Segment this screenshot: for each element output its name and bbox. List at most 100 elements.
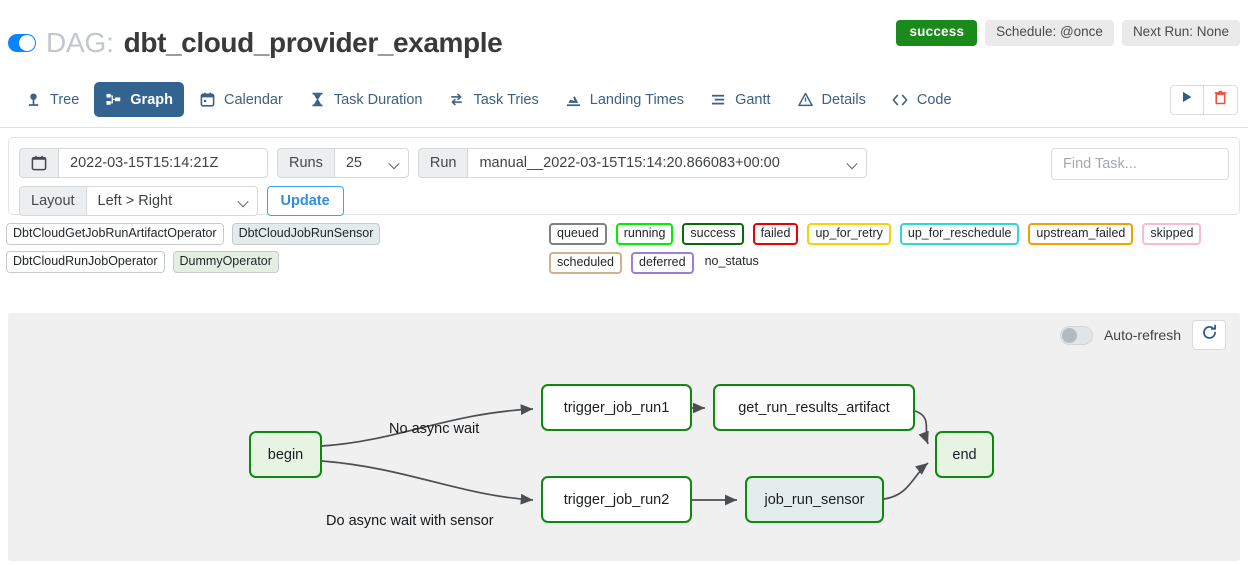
layout-label: Layout bbox=[19, 186, 86, 216]
page-title: DAG: dbt_cloud_provider_example bbox=[8, 27, 503, 59]
find-task-input[interactable] bbox=[1051, 148, 1229, 180]
code-brackets-icon bbox=[892, 91, 909, 108]
task-node-get_run_results_artifact[interactable]: get_run_results_artifact bbox=[713, 384, 915, 431]
state-legend: queued running success failed up_for_ret… bbox=[549, 223, 1242, 274]
trigger-dag-button[interactable] bbox=[1170, 84, 1204, 115]
task-node-end[interactable]: end bbox=[935, 431, 994, 478]
base-date-input[interactable] bbox=[58, 148, 268, 178]
hourglass-icon bbox=[309, 91, 326, 108]
task-node-label: trigger_job_run1 bbox=[563, 399, 670, 416]
run-label: Run bbox=[417, 148, 468, 178]
runs-select[interactable]: 25 bbox=[333, 148, 409, 178]
legend-operator[interactable]: DbtCloudJobRunSensor bbox=[231, 223, 381, 245]
tab-task-tries-label: Task Tries bbox=[473, 91, 539, 108]
legend-state-upstream-failed[interactable]: upstream_failed bbox=[1028, 223, 1134, 245]
update-button[interactable]: Update bbox=[266, 186, 344, 216]
auto-refresh-label: Auto-refresh bbox=[1103, 327, 1181, 343]
legend-state-success[interactable]: success bbox=[682, 223, 744, 245]
tab-tree[interactable]: Tree bbox=[14, 82, 90, 117]
legend-operator[interactable]: DbtCloudGetJobRunArtifactOperator bbox=[6, 223, 224, 245]
runs-group: Runs 25 bbox=[277, 148, 409, 178]
dag-view-tabs: Tree Graph Calendar Task Duration Task T… bbox=[0, 72, 1248, 128]
dag-header: DAG: dbt_cloud_provider_example success … bbox=[0, 0, 1248, 72]
tab-landing-times-label: Landing Times bbox=[589, 91, 685, 108]
run-group: Run manual__2022-03-15T15:14:20.866083+0… bbox=[417, 148, 868, 178]
tab-tree-label: Tree bbox=[50, 91, 80, 108]
legend-operator[interactable]: DbtCloudRunJobOperator bbox=[6, 250, 165, 273]
tree-icon bbox=[25, 91, 42, 108]
task-node-label: get_run_results_artifact bbox=[738, 399, 890, 416]
run-select[interactable]: manual__2022-03-15T15:14:20.866083+00:00 bbox=[467, 148, 868, 178]
next-run-badge: Next Run: None bbox=[1121, 20, 1240, 46]
legend-state-up-for-reschedule[interactable]: up_for_reschedule bbox=[899, 223, 1020, 245]
tab-task-tries[interactable]: Task Tries bbox=[437, 82, 549, 117]
legend-state-deferred[interactable]: deferred bbox=[631, 251, 694, 274]
tab-gantt-label: Gantt bbox=[735, 91, 771, 108]
schedule-badge: Schedule: @once bbox=[985, 20, 1114, 46]
tab-details[interactable]: Details bbox=[786, 82, 877, 117]
auto-refresh-toggle[interactable] bbox=[1059, 325, 1093, 345]
layout-select-value: Left > Right bbox=[97, 193, 173, 209]
dag-label: DAG: bbox=[46, 27, 114, 58]
calendar-icon bbox=[199, 91, 216, 108]
base-date-group bbox=[19, 148, 268, 178]
warning-triangle-icon bbox=[797, 91, 814, 108]
chevron-down-icon bbox=[236, 196, 249, 208]
run-select-value: manual__2022-03-15T15:14:20.866083+00:00 bbox=[479, 155, 780, 171]
dag-action-buttons bbox=[1170, 84, 1238, 115]
runs-select-value: 25 bbox=[345, 155, 362, 171]
task-node-label: begin bbox=[267, 446, 304, 463]
task-node-job_run_sensor[interactable]: job_run_sensor bbox=[745, 476, 884, 523]
tab-code[interactable]: Code bbox=[881, 82, 963, 117]
tab-graph[interactable]: Graph bbox=[94, 82, 184, 117]
tab-task-duration-label: Task Duration bbox=[333, 91, 423, 108]
layout-group: Layout Left > Right bbox=[19, 186, 258, 216]
chevron-down-icon bbox=[846, 158, 859, 170]
dag-edges bbox=[321, 402, 929, 506]
calendar-icon bbox=[19, 148, 58, 178]
refresh-icon bbox=[1201, 324, 1218, 346]
retry-icon bbox=[448, 91, 465, 108]
landing-icon bbox=[565, 91, 582, 108]
tab-landing-times[interactable]: Landing Times bbox=[554, 82, 695, 117]
legend-state-running[interactable]: running bbox=[615, 223, 674, 245]
refresh-button[interactable] bbox=[1192, 320, 1226, 350]
task-node-trigger_job_run2[interactable]: trigger_job_run2 bbox=[541, 476, 692, 523]
dag-name: dbt_cloud_provider_example bbox=[123, 27, 503, 58]
graph-icon bbox=[105, 91, 122, 108]
tab-graph-label: Graph bbox=[130, 91, 173, 108]
tab-task-duration[interactable]: Task Duration bbox=[298, 82, 434, 117]
tab-calendar-label: Calendar bbox=[223, 91, 283, 108]
legend-state-up-for-retry[interactable]: up_for_retry bbox=[807, 223, 891, 245]
dag-paused-toggle[interactable] bbox=[8, 34, 36, 52]
task-node-label: job_run_sensor bbox=[764, 491, 865, 508]
runs-label: Runs bbox=[277, 148, 334, 178]
header-badges: success Schedule: @once Next Run: None bbox=[896, 20, 1240, 46]
gantt-icon bbox=[710, 91, 727, 108]
tab-calendar[interactable]: Calendar bbox=[188, 82, 294, 117]
auto-refresh-controls: Auto-refresh bbox=[1059, 320, 1226, 350]
delete-dag-button[interactable] bbox=[1204, 84, 1238, 115]
legend-state-skipped[interactable]: skipped bbox=[1142, 223, 1202, 245]
legend-state-no-status[interactable]: no_status bbox=[704, 253, 759, 268]
graph-controls-panel: Runs 25 Run manual__2022-03-15T15:14:20.… bbox=[8, 137, 1240, 216]
tab-details-label: Details bbox=[821, 91, 866, 108]
layout-select[interactable]: Left > Right bbox=[85, 186, 258, 216]
edge-label-do-async-wait: Do async wait with sensor bbox=[326, 513, 494, 529]
task-node-begin[interactable]: begin bbox=[249, 431, 322, 478]
task-node-label: end bbox=[952, 446, 977, 463]
tab-code-label: Code bbox=[916, 91, 952, 108]
legend-state-failed[interactable]: failed bbox=[752, 223, 799, 245]
legend-operator[interactable]: DummyOperator bbox=[172, 250, 279, 273]
legend-state-scheduled[interactable]: scheduled bbox=[549, 251, 622, 274]
legend-state-queued[interactable]: queued bbox=[549, 223, 607, 245]
dag-graph-panel: Auto-refresh begin bbox=[8, 313, 1240, 561]
trash-icon bbox=[1213, 90, 1228, 110]
task-node-label: trigger_job_run2 bbox=[563, 491, 670, 508]
edge-label-no-async-wait: No async wait bbox=[389, 421, 480, 437]
play-icon bbox=[1180, 90, 1194, 109]
tab-gantt[interactable]: Gantt bbox=[699, 82, 781, 117]
status-badge: success bbox=[896, 20, 978, 46]
chevron-down-icon bbox=[388, 158, 400, 170]
task-node-trigger_job_run1[interactable]: trigger_job_run1 bbox=[541, 384, 692, 431]
